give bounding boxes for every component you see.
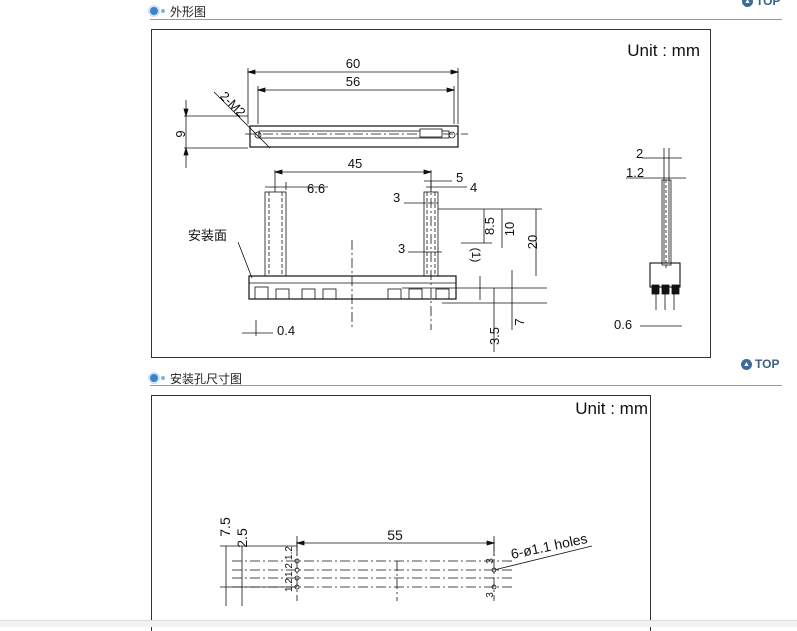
section-title: 安装孔尺寸图 (170, 371, 243, 386)
dim-1: (1) (469, 248, 483, 263)
section-header-outline: 外形图 (150, 2, 206, 20)
page-bottom-bar (0, 620, 797, 627)
dim-9: 9 (173, 130, 188, 137)
top-view-body (249, 125, 459, 148)
holes-label: 6-ø1.1 holes (509, 530, 588, 562)
dim-10: 10 (502, 222, 517, 236)
section-divider (150, 19, 782, 20)
dim-56: 56 (346, 74, 360, 89)
outline-drawing-panel: Unit : mm 60 56 9 2-M2 (151, 29, 711, 358)
dim-0-4: 0.4 (277, 323, 295, 338)
dim-0-6: 0.6 (614, 317, 632, 332)
arrow-up-icon: ▲ (742, 0, 753, 7)
mounting-hole-drawing: 55 6-ø1.1 holes 7.5 2.5 1.2 1.2 1.2 3 3 (217, 517, 593, 606)
dim-2-5: 2.5 (234, 528, 250, 548)
spacing-1-2b: 1.2 (284, 563, 295, 577)
mounting-hole-panel: Unit : mm 55 6-ø1.1 holes 7.5 2.5 1.2 1.… (151, 395, 651, 631)
bullet-icon (150, 374, 158, 382)
dim-20: 20 (525, 235, 540, 249)
dim-3b: 3 (398, 241, 405, 256)
dim-7: 7 (512, 318, 527, 325)
section-title: 外形图 (170, 4, 207, 19)
unit-label: Unit : mm (627, 41, 700, 60)
top-link-label: TOP (755, 357, 780, 371)
section-divider (150, 385, 782, 386)
spacing-1-2c: 1.2 (284, 578, 295, 592)
top-link-label: TOP (756, 0, 781, 8)
spacing-1-2a: 1.2 (284, 546, 295, 560)
top-link[interactable]: ▲ TOP (741, 357, 779, 371)
dim-2m2: 2-M2 (217, 88, 249, 120)
dim-55: 55 (387, 527, 403, 543)
bullet-dot-icon (161, 9, 165, 13)
dim-4: 4 (470, 180, 477, 195)
dim-6-6: 6.6 (307, 181, 325, 196)
dim-8-5: 8.5 (482, 217, 497, 235)
dim-3-5: 3.5 (487, 327, 502, 345)
dim-2: 2 (636, 146, 643, 161)
unit-label: Unit : mm (575, 399, 648, 418)
spacing-3b: 3 (485, 592, 496, 598)
spacing-3a: 3 (485, 558, 496, 564)
bullet-dot-icon (161, 376, 165, 380)
outline-drawing: 60 56 9 2-M2 45 (173, 56, 686, 352)
dim-1-2: 1.2 (626, 165, 644, 180)
dim-3a: 3 (393, 190, 400, 205)
dim-60: 60 (346, 56, 360, 71)
dim-5: 5 (456, 170, 463, 185)
dim-45: 45 (348, 156, 362, 171)
bullet-icon (150, 7, 158, 15)
arrow-up-icon: ▲ (741, 358, 752, 370)
top-link-partial[interactable]: ▲ TOP (742, 0, 780, 8)
front-view-body (248, 275, 457, 300)
mounting-surface-label: 安装面 (188, 229, 227, 244)
section-header-mounting: 安装孔尺寸图 (150, 369, 242, 387)
dim-7-5: 7.5 (217, 517, 233, 537)
